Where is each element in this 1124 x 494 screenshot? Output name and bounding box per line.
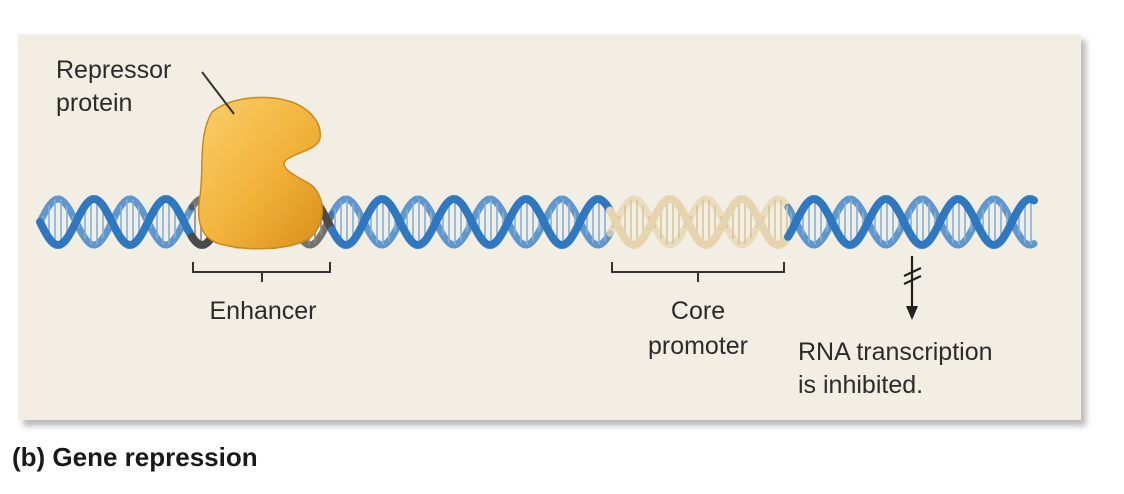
core-promoter-label-line2: promoter — [647, 332, 749, 360]
blocked-transcription-arrow-icon — [903, 256, 922, 320]
repressor-label-line2: protein — [56, 89, 133, 117]
repressor-protein-shape — [197, 96, 323, 250]
rna-transcription-label-line2: is inhibited. — [798, 371, 924, 399]
core-promoter-label-line1: Core — [670, 297, 726, 325]
rna-transcription-label-line1: RNA transcription — [798, 338, 993, 366]
dna-segment-core-promoter-front-strand — [606, 194, 792, 250]
core-promoter-bracket — [611, 262, 785, 282]
dna-segment-left-front-strand — [36, 194, 196, 250]
dna-segment-middle-front-strand — [328, 194, 614, 250]
repressor-label-line1: Repressor — [56, 56, 172, 84]
dna-segment-left-back-strand — [36, 195, 196, 249]
figure-caption: (b) Gene repression — [12, 442, 258, 472]
repressor-leader-line — [201, 71, 235, 115]
enhancer-label: Enhancer — [209, 297, 317, 325]
dna-segment-right-front-strand — [784, 194, 1038, 250]
enhancer-bracket — [192, 262, 331, 282]
